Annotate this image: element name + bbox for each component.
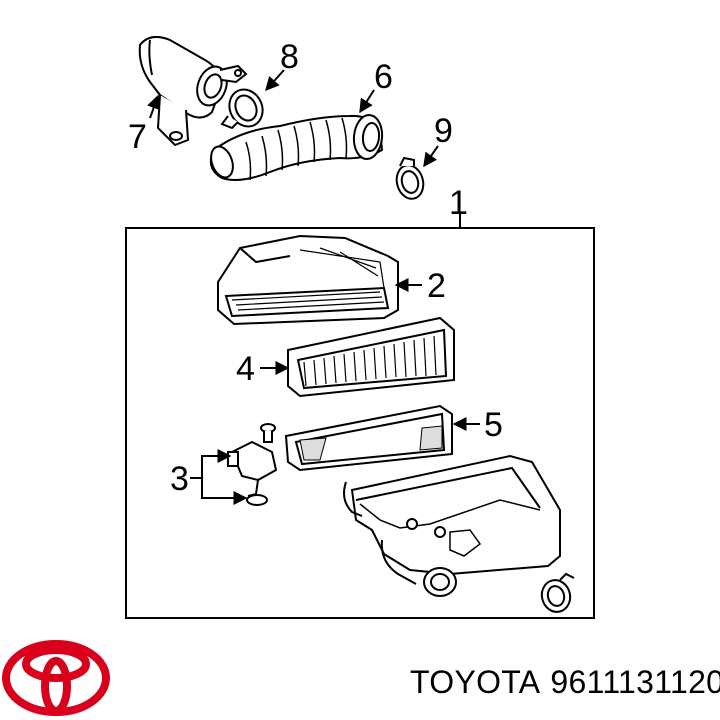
callout-4: 4: [236, 350, 255, 388]
part-9-clamp: [395, 156, 425, 200]
part-3-sensor: [227, 440, 278, 506]
part-8-clamp: [220, 88, 264, 130]
callout-7: 7: [128, 118, 147, 156]
toyota-logo-icon: [2, 640, 110, 716]
callout-5: 5: [484, 406, 503, 444]
leader-lines: [147, 69, 480, 505]
part-5-gasket: [284, 404, 453, 472]
bolt: [260, 423, 276, 443]
part-2-upper-housing: [217, 234, 399, 326]
part-7-intake-duct: [138, 35, 248, 147]
brand-name: TOYOTA: [410, 664, 541, 700]
callout-9: 9: [434, 112, 453, 150]
assembly-1-frame: [125, 227, 595, 619]
lower-clamp: [540, 572, 575, 613]
callout-8: 8: [280, 38, 299, 76]
callout-2: 2: [427, 267, 446, 305]
part-number: 9611131120: [550, 664, 720, 700]
part-6-hose: [209, 114, 384, 181]
lower-housing: [343, 454, 561, 597]
callout-3: 3: [170, 460, 189, 498]
callout-6: 6: [374, 58, 393, 96]
callout-1: 1: [449, 184, 468, 222]
part-4-filter-element: [287, 316, 455, 398]
